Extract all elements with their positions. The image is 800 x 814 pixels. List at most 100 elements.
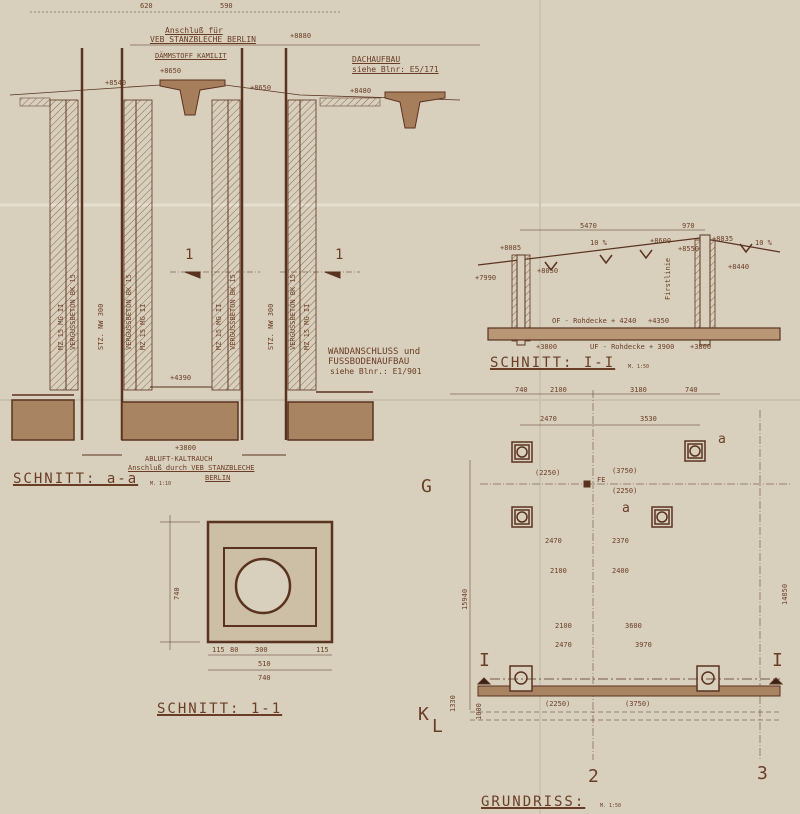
axis-label-3: 3 <box>757 763 768 784</box>
dim-label: 2470 <box>545 537 562 545</box>
scale-label: M. 1:50 <box>628 364 650 370</box>
wall-label: VERGUSSBETON BK 15 <box>69 274 77 350</box>
level-label: +3800 <box>690 343 712 351</box>
wall-note: FUSSBODENAUFBAU <box>328 357 410 367</box>
dim-label: (3750) <box>612 467 638 475</box>
wall-label: VERGUSSBETON BK 15 <box>229 274 237 350</box>
dim-label: 2400 <box>612 567 629 575</box>
dim-label: 3600 <box>625 622 642 630</box>
plan-drawing <box>450 390 790 760</box>
dim-label: 80 <box>230 646 239 654</box>
dim-label: 3530 <box>640 415 657 423</box>
axis-label-2: 2 <box>588 766 599 787</box>
level-label: +4350 <box>648 317 670 325</box>
dim-label: 1000 <box>475 703 483 720</box>
insulation-note: DÄMMSTOFF KAMILIT <box>155 52 227 60</box>
level-label: +8440 <box>728 263 750 271</box>
slope-label: 10 % <box>755 239 772 247</box>
dim-label: 300 <box>255 646 268 654</box>
level-label: +8880 <box>290 32 312 40</box>
ridge-label: Firstlinie <box>664 257 672 300</box>
wall-label: MZ 15 MG II <box>57 303 65 350</box>
dim-label: (2250) <box>535 469 561 477</box>
wall-label: MZ 15 MG II <box>139 303 147 350</box>
dim-label: (2250) <box>612 487 638 495</box>
section-aa-drawing <box>9 11 480 456</box>
slab-top-label: OF - Rohdecke + 4240 <box>552 317 637 325</box>
dim-label: 740 <box>173 587 181 600</box>
dim-label: 115 <box>316 646 329 654</box>
dim-label: 2100 <box>550 567 567 575</box>
scale-label: M. 1:50 <box>600 803 622 809</box>
level-label: +8085 <box>500 244 522 252</box>
dim-label: 2470 <box>555 641 572 649</box>
dim-label: 1330 <box>449 695 457 712</box>
top-note: Anschluß für <box>165 26 223 35</box>
wall-label: MZ 15 MG II <box>303 303 311 350</box>
level-label: +8480 <box>350 87 372 95</box>
section-i-marker: I <box>479 650 490 671</box>
dim-label: 115 <box>212 646 225 654</box>
section-II-drawing <box>477 229 781 346</box>
axis-label-k: K <box>418 704 429 725</box>
dim-label: 740 <box>258 674 271 682</box>
section-11-drawing <box>160 515 334 671</box>
slope-label: 10 % <box>590 239 607 247</box>
level-label: +4390 <box>170 374 192 382</box>
dim-label: (3750) <box>625 700 651 708</box>
section-II-title: SCHNITT: I-I <box>490 355 616 371</box>
wall-label: MZ 15 MG II <box>215 303 223 350</box>
section-i-marker: I <box>772 650 783 671</box>
roof-note: DACHAUFBAU <box>352 55 401 64</box>
level-label: +8550 <box>678 245 700 253</box>
scale-label: M. 1:10 <box>150 481 172 487</box>
section-aa-title: SCHNITT: a-a <box>13 471 139 487</box>
level-label: +8650 <box>160 67 182 75</box>
section-marker: 1 <box>335 247 344 263</box>
dim-label: (2250) <box>545 700 571 708</box>
dim-label: 2100 <box>550 386 567 394</box>
level-label: +3800 <box>536 343 558 351</box>
dim-label: 740 <box>685 386 698 394</box>
wall-label: VERGUSSBETON BK 15 <box>125 274 133 350</box>
section-a-marker: a <box>718 432 726 447</box>
level-label: +8650 <box>250 84 272 92</box>
dim-label: 970 <box>682 222 695 230</box>
dim-label: 14850 <box>781 583 789 605</box>
dim-label: 620 <box>140 2 153 10</box>
exhaust-note: Anschluß durch VEB STANZBLECHE <box>128 464 255 472</box>
dim-label: 2370 <box>612 537 629 545</box>
section-a-marker: a <box>622 501 630 516</box>
level-label: +7990 <box>475 274 497 282</box>
dim-label: 740 <box>515 386 528 394</box>
dim-label: 3970 <box>635 641 652 649</box>
axis-label-l: L <box>432 716 443 737</box>
section-11-title: SCHNITT: 1-1 <box>157 701 283 717</box>
section-marker: 1 <box>185 247 194 263</box>
level-label: +3800 <box>175 444 197 452</box>
wall-note: siehe Blnr.: E1/901 <box>330 367 422 376</box>
exhaust-note: ABLUFT-KALTRAUCH <box>145 455 213 463</box>
level-label: +8835 <box>712 235 734 243</box>
axis-label-g: G <box>421 476 432 497</box>
wall-label: VERGUSSBETON BK 15 <box>289 274 297 350</box>
dim-label: 15940 <box>461 588 469 610</box>
slab-bottom-label: UF - Rohdecke + 3900 <box>590 343 675 351</box>
wall-label: STZ. NW 300 <box>267 303 275 350</box>
fe-label: FE <box>597 476 606 484</box>
exhaust-note: BERLIN <box>205 474 231 482</box>
wall-label: STZ. NW 300 <box>97 303 105 350</box>
level-label: +8050 <box>537 267 559 275</box>
plan-title: GRUNDRISS: <box>481 794 586 810</box>
wall-note: WANDANSCHLUSS und <box>328 347 421 357</box>
dim-label: 2100 <box>555 622 572 630</box>
dim-label: 510 <box>258 660 271 668</box>
dim-label: 3180 <box>630 386 647 394</box>
dim-label: 5470 <box>580 222 597 230</box>
level-label: +8540 <box>105 79 127 87</box>
level-label: +8600 <box>650 237 672 245</box>
dim-label: 590 <box>220 2 233 10</box>
dim-label: 2470 <box>540 415 557 423</box>
top-note: VEB STANZBLECHE BERLIN <box>150 35 256 44</box>
